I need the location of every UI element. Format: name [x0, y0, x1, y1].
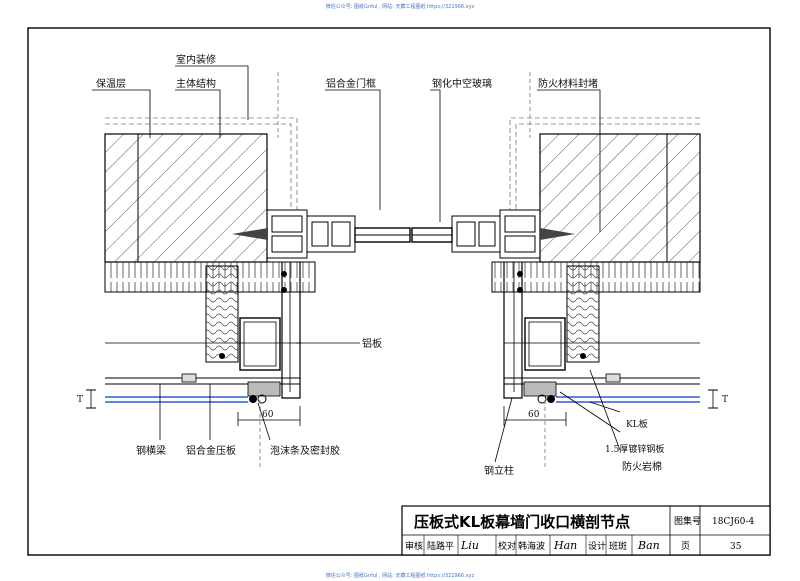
- title-block-design-signature: Ban: [637, 539, 660, 552]
- label-t-right: T: [722, 395, 728, 405]
- label-alu-door-frame: 铝合金门框: [326, 77, 376, 90]
- right-rock-wool: [566, 265, 600, 363]
- left-concrete-wall: [104, 133, 268, 263]
- left-detail: [86, 72, 411, 470]
- label-dim-right: 60: [528, 410, 540, 420]
- label-main-structure: 主体结构: [176, 77, 216, 90]
- right-concrete-wall: [539, 133, 701, 263]
- title-block-design-name: 班斑: [609, 540, 627, 552]
- label-t-left: T: [77, 395, 83, 405]
- title-block-atlas-no: 18CJ60-4: [712, 517, 754, 527]
- right-detail: [411, 72, 718, 470]
- title-block-page-label: 页: [681, 541, 690, 552]
- label-interior-finish: 室内装修: [176, 53, 216, 66]
- label-insulation: 保温层: [96, 77, 126, 90]
- title-block-atlas-label: 图集号: [674, 515, 701, 527]
- label-fire-seal: 防火材料封堵: [538, 77, 598, 90]
- title-block: [401, 505, 771, 556]
- label-fire-rock-wool: 防火岩棉: [622, 460, 662, 473]
- drawing-frame: [27, 27, 771, 556]
- label-alu-panel: 铝板: [362, 337, 382, 350]
- label-kl-panel: KL板: [626, 418, 648, 430]
- label-steel-column: 钢立柱: [484, 464, 514, 477]
- title-block-check-signature: Han: [553, 539, 577, 552]
- title-block-review-label: 审核: [405, 540, 423, 552]
- right-door-frame: [411, 209, 541, 259]
- title-block-review-name: 陆路平: [427, 540, 454, 552]
- title-block-title: 压板式KL板幕墙门收口横剖节点: [414, 513, 630, 531]
- left-door-frame: [266, 209, 411, 259]
- label-dim-left: 60: [262, 410, 274, 420]
- title-block-check-label: 校对: [498, 540, 516, 552]
- label-galv-steel: 1.5厚镀锌钢板: [605, 443, 664, 455]
- right-steel-tube: [524, 317, 566, 371]
- label-tempered-glass: 钢化中空玻璃: [432, 77, 492, 90]
- label-steel-beam: 钢横梁: [136, 444, 166, 457]
- watermark-bottom: 微信公众号: 图纸Gnful , 网站: 天藏工程图纸 https://3219…: [325, 573, 475, 579]
- left-steel-tube: [239, 317, 281, 371]
- title-block-design-label: 设计: [588, 540, 606, 552]
- label-alu-press-plate: 铝合金压板: [186, 444, 236, 457]
- left-rock-wool: [205, 265, 239, 363]
- watermark-top: 微信公众号: 图纸Gnful , 网站: 天藏工程图纸 https://3219…: [325, 4, 475, 10]
- leader-lines: [92, 65, 621, 463]
- title-block-review-signature: Liu: [460, 539, 479, 552]
- title-block-check-name: 韩海波: [518, 540, 545, 552]
- label-foam-sealant: 泡沫条及密封胶: [270, 444, 340, 457]
- title-block-page-no: 35: [730, 542, 742, 552]
